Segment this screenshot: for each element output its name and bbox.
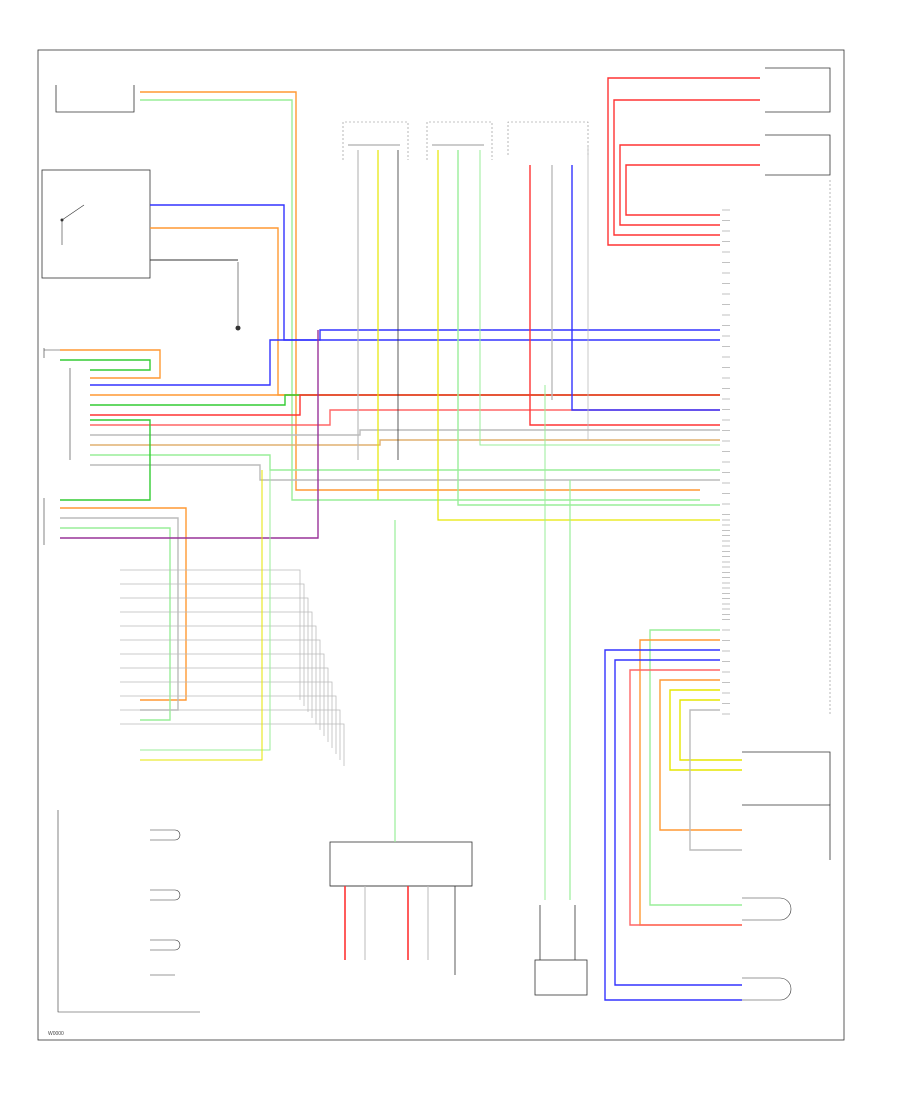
wire-group xyxy=(60,77,760,1001)
connector-bracket-1 xyxy=(43,348,60,358)
component-top-middle-1 xyxy=(342,121,409,160)
wire-29 xyxy=(571,165,720,411)
wire-0 xyxy=(140,91,700,491)
wire-39 xyxy=(120,583,305,706)
wire-9 xyxy=(90,409,720,426)
component-right-bottom-1 xyxy=(742,751,831,805)
wire-50 xyxy=(140,460,271,751)
wire-31 xyxy=(607,77,760,246)
wire-42 xyxy=(120,625,317,724)
component-right-bottom-3 xyxy=(742,897,792,921)
wire-8 xyxy=(90,394,720,416)
component-switch-module xyxy=(41,169,151,279)
wire-17 xyxy=(60,517,179,711)
wire-34 xyxy=(625,164,760,216)
wire-45 xyxy=(120,667,329,742)
component-top-left xyxy=(55,85,135,113)
component-top-right-2 xyxy=(765,134,831,176)
wire-61 xyxy=(629,669,742,926)
ground-symbol-1 xyxy=(235,262,241,331)
switch-contact xyxy=(61,204,85,221)
wire-65 xyxy=(689,709,742,851)
diagram-frame xyxy=(37,49,845,1041)
component-center-module xyxy=(329,841,473,887)
sensor-1 xyxy=(150,829,181,841)
wire-12 xyxy=(90,454,720,471)
wire-15 xyxy=(60,359,151,371)
sensor-3 xyxy=(150,939,181,951)
component-right-bottom-2 xyxy=(742,804,831,860)
wire-14 xyxy=(60,349,161,379)
wire-49 xyxy=(120,723,345,766)
wire-38 xyxy=(120,569,301,700)
wire-18 xyxy=(60,527,171,721)
wire-41 xyxy=(120,611,313,718)
wire-57 xyxy=(649,629,742,906)
component-top-middle-2 xyxy=(426,121,493,160)
wire-25 xyxy=(457,150,720,506)
wire-10 xyxy=(90,429,720,436)
wire-13 xyxy=(90,464,720,481)
wire-46 xyxy=(120,681,333,748)
component-top-middle-3 xyxy=(507,121,589,155)
wire-63 xyxy=(669,689,742,771)
wire-48 xyxy=(120,709,341,760)
sensor-2 xyxy=(150,889,181,901)
wire-33 xyxy=(619,144,760,226)
wire-3 xyxy=(150,227,720,396)
wire-44 xyxy=(120,653,325,736)
wire-60 xyxy=(614,659,742,986)
wire-11 xyxy=(90,439,720,446)
wire-1 xyxy=(140,99,700,501)
wire-51 xyxy=(140,470,263,761)
wire-27 xyxy=(529,165,720,426)
component-right-bottom-4 xyxy=(742,977,792,1001)
wire-7 xyxy=(90,394,720,406)
label-group xyxy=(722,209,730,715)
wire-59 xyxy=(604,649,742,1001)
wire-20 xyxy=(60,419,151,501)
wire-5 xyxy=(90,329,720,386)
wire-47 xyxy=(120,695,337,754)
footer-code: W0000 xyxy=(48,1031,64,1037)
component-top-right-1 xyxy=(765,67,831,113)
wire-43 xyxy=(120,639,321,730)
component-bottom-left-frame xyxy=(57,810,200,1013)
wire-2 xyxy=(150,204,720,341)
wire-24 xyxy=(437,150,720,521)
wire-64 xyxy=(679,699,742,761)
wire-40 xyxy=(120,597,309,712)
wire-19 xyxy=(60,330,319,539)
wire-16 xyxy=(60,507,187,701)
wire-26 xyxy=(479,150,720,446)
component-bottom-middle xyxy=(534,959,588,996)
wire-32 xyxy=(613,99,760,236)
wire-62 xyxy=(659,679,742,831)
